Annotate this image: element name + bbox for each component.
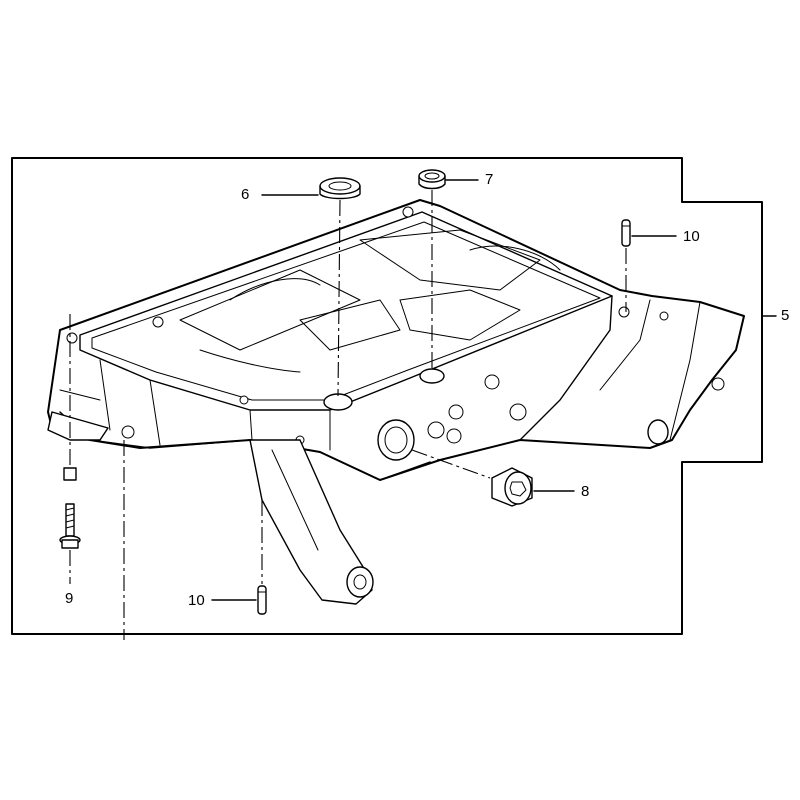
seal-bore-6 xyxy=(323,393,353,411)
seal-7 xyxy=(418,169,446,190)
nut-9 xyxy=(63,467,77,481)
callout-10-top: 10 xyxy=(683,228,700,245)
assembly-line-8 xyxy=(411,449,491,479)
assembly-boundary-frame xyxy=(11,157,777,635)
dowel-pin-10-top xyxy=(621,219,631,247)
bolt-9 xyxy=(59,467,81,549)
callout-5: 5 xyxy=(781,307,790,324)
oil-pan-body xyxy=(47,199,745,605)
callout-10-bottom: 10 xyxy=(188,592,205,609)
flange-bolt-holes xyxy=(66,206,725,445)
seal-6 xyxy=(319,177,361,200)
port-boss xyxy=(377,419,415,461)
plug-8 xyxy=(491,467,533,507)
seal-bore-7 xyxy=(419,368,445,384)
assembly-line-6 xyxy=(337,199,341,397)
callout-6: 6 xyxy=(241,186,250,203)
callout-9: 9 xyxy=(65,590,74,607)
callout-8: 8 xyxy=(581,483,590,500)
callout-leaders xyxy=(211,179,677,601)
callout-7: 7 xyxy=(485,171,494,188)
dowel-pin-10-bottom xyxy=(257,585,267,615)
